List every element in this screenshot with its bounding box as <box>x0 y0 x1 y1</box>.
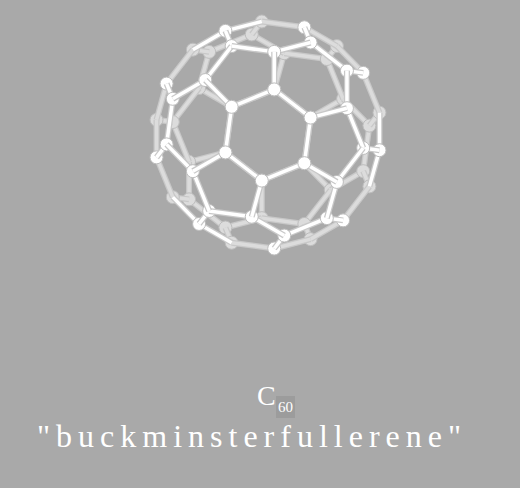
carbon-atom <box>225 100 238 113</box>
carbon-atom <box>268 83 281 96</box>
carbon-atom <box>298 157 311 170</box>
atom-count: 60 <box>276 396 295 418</box>
carbon-atom <box>255 174 268 187</box>
element-symbol: C <box>257 382 276 410</box>
carbon-atom <box>255 174 268 187</box>
carbon-atom <box>298 157 311 170</box>
carbon-atom <box>219 146 232 159</box>
molecule-name: "buckminsterfullerene" <box>37 420 467 452</box>
carbon-atom <box>219 146 232 159</box>
carbon-atom <box>225 100 238 113</box>
carbon-atom <box>304 111 317 124</box>
carbon-atom <box>304 111 317 124</box>
molecule-structure <box>150 15 386 255</box>
carbon-atom <box>268 83 281 96</box>
